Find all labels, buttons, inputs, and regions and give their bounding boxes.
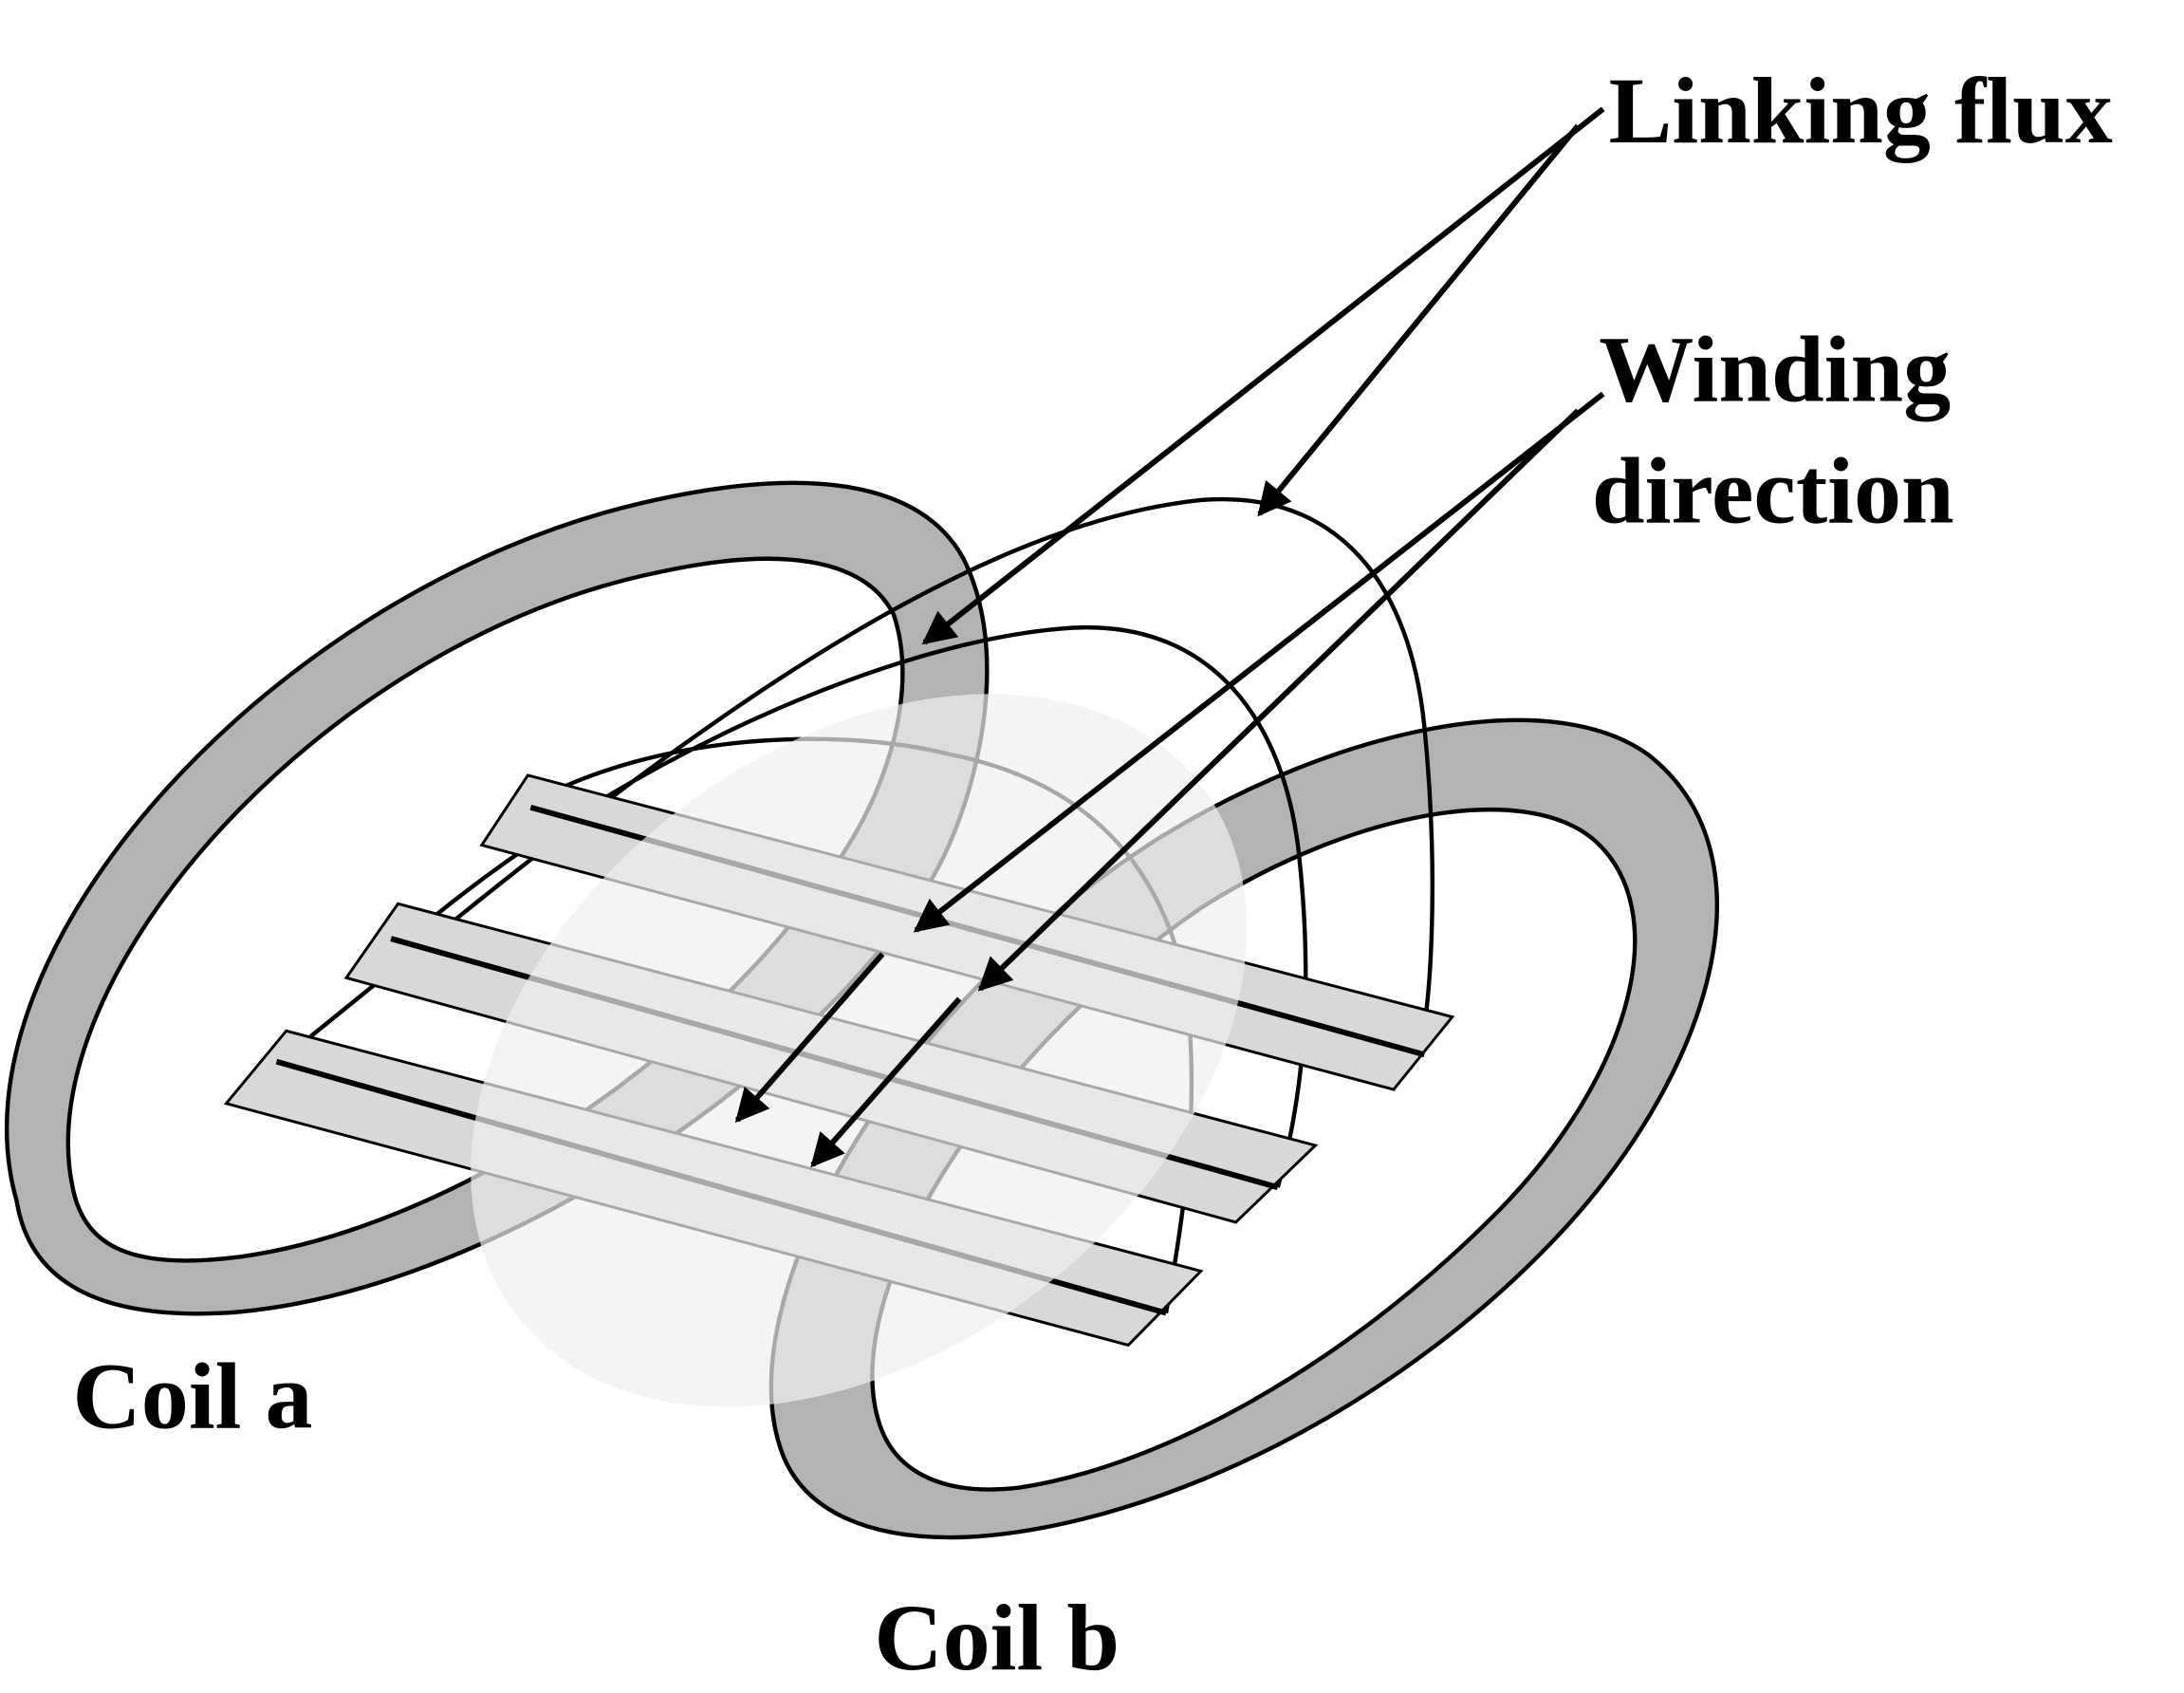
label-coil-b: Coil b (874, 1585, 1120, 1690)
label-winding-direction-line1: Winding (1599, 316, 1951, 421)
winding-direction-leader-1 (913, 391, 1605, 933)
linking-flux-leader-2 (1257, 123, 1581, 517)
label-coil-a: Coil a (73, 1343, 313, 1448)
flux-region-overlay (471, 694, 1248, 1407)
linking-flux-leader-1 (921, 106, 1605, 645)
label-winding-direction-line2: direction (1592, 438, 1954, 544)
label-linking-flux: Linking flux (1609, 58, 2113, 163)
winding-arrow-left (734, 952, 885, 1124)
winding-direction-leader-2 (977, 408, 1581, 992)
winding-arrow-right (810, 996, 962, 1168)
coil-a-ring (4, 480, 990, 1316)
